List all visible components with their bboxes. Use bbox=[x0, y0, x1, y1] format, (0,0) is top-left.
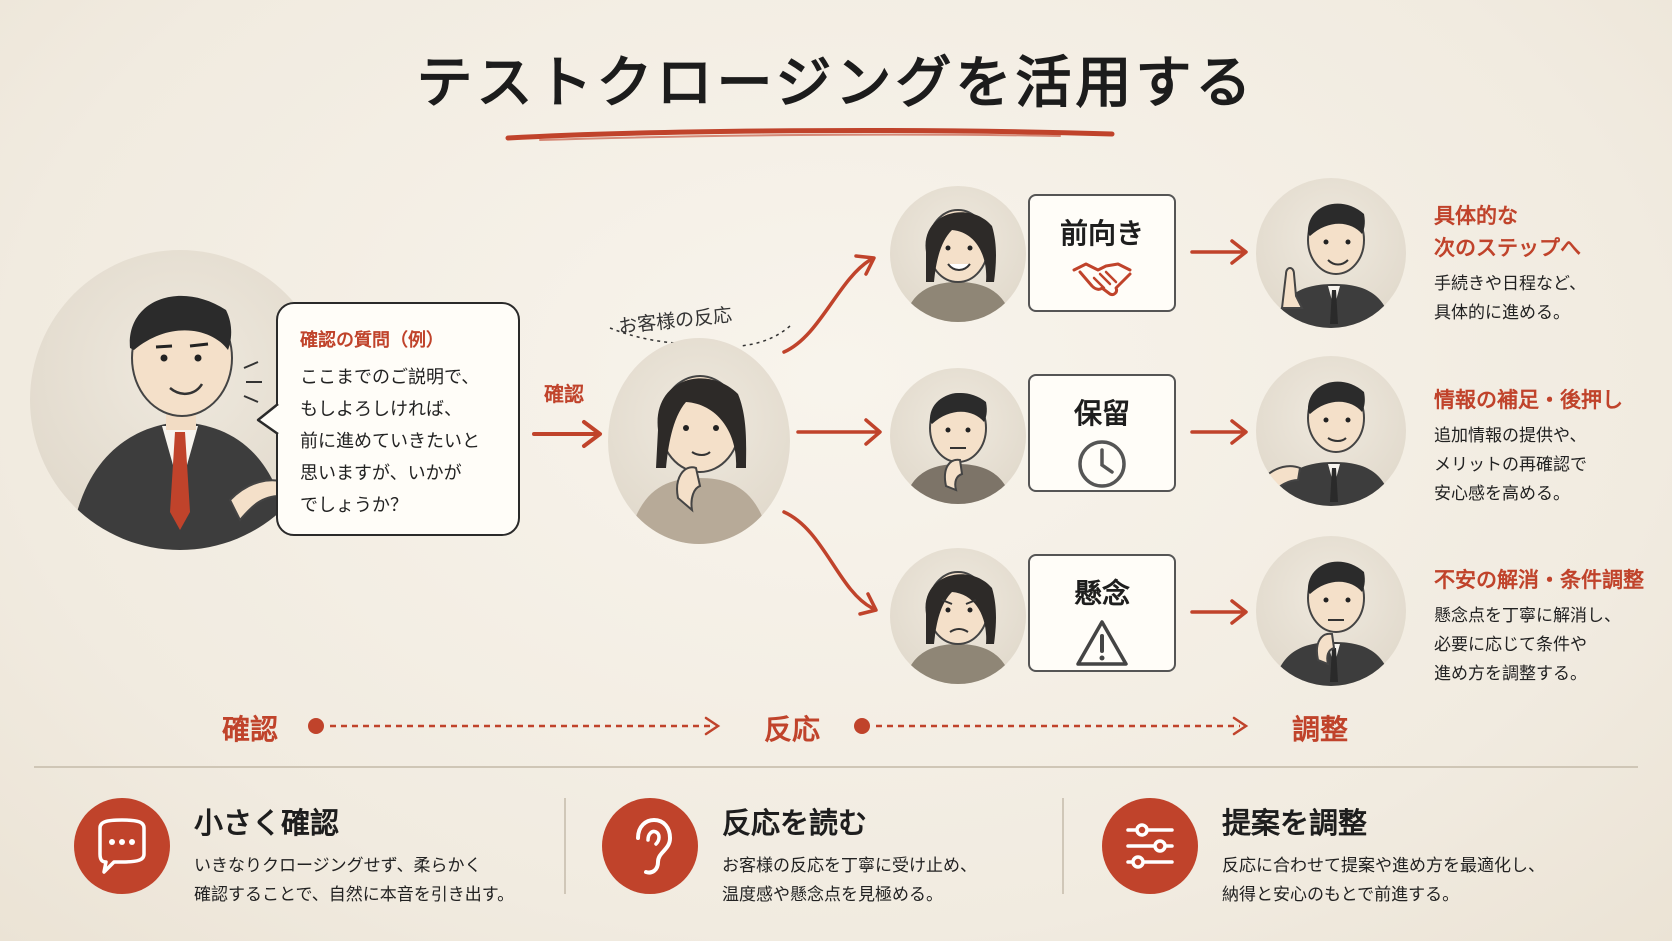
feature-title: 提案を調整 bbox=[1222, 806, 1368, 840]
feature-text-line: お客様の反応を丁寧に受け止め、 bbox=[722, 856, 977, 876]
bubble-line: 思いますが、いかが bbox=[300, 463, 462, 484]
feature-text-line: いきなりクロージングせず、柔らかく bbox=[194, 856, 482, 876]
feature-adjust-proposal: 提案を調整 反応に合わせて提案や進め方を最適化し、 納得と安心のもとで前進する。 bbox=[1222, 800, 1545, 910]
feature-text: お客様の反応を丁寧に受け止め、 温度感や懸念点を見極める。 bbox=[722, 852, 977, 910]
hesitant-customer-avatar bbox=[890, 368, 1026, 504]
outcome-text: 追加情報の提供や、 メリットの再確認で 安心感を高める。 bbox=[1434, 422, 1623, 509]
outcome-text: 懸念点を丁寧に解消し、 必要に応じて条件や 進め方を調整する。 bbox=[1434, 602, 1644, 689]
handshake-icon bbox=[1072, 262, 1132, 296]
stage-timeline bbox=[308, 716, 1249, 736]
stage-adjust: 調整 bbox=[1292, 713, 1349, 746]
feature-icon-circle bbox=[1102, 798, 1198, 894]
feature-read-reaction: 反応を読む お客様の反応を丁寧に受け止め、 温度感や懸念点を見極める。 bbox=[722, 800, 977, 910]
feature-text-line: 納得と安心のもとで前進する。 bbox=[1222, 885, 1460, 905]
outcome-text-line: 追加情報の提供や、 bbox=[1434, 426, 1587, 446]
salesperson-pointing-illustration bbox=[1274, 203, 1392, 328]
salesperson-considering-illustration bbox=[1274, 561, 1392, 686]
clock-icon bbox=[1078, 440, 1126, 488]
outcome-concern: 不安の解消・条件調整 懸念点を丁寧に解消し、 必要に応じて条件や 進め方を調整す… bbox=[1434, 564, 1644, 689]
concerned-customer-avatar bbox=[890, 548, 1026, 684]
outcome-arrow-concern bbox=[1190, 599, 1248, 625]
outcome-text-line: 進め方を調整する。 bbox=[1434, 664, 1587, 684]
page-title: テストクロージングを活用する bbox=[416, 50, 1256, 116]
customer-label-arc bbox=[609, 325, 791, 347]
outcome-hold: 情報の補足・後押し 追加情報の提供や、 メリットの再確認で 安心感を高める。 bbox=[1434, 384, 1623, 509]
feature-text-line: 温度感や懸念点を見極める。 bbox=[722, 885, 943, 905]
salesperson-adjust-avatar bbox=[1256, 536, 1406, 686]
bubble-line: もしよろしければ、 bbox=[300, 399, 462, 420]
sliders-icon bbox=[1126, 823, 1174, 869]
salesperson-illustration bbox=[70, 295, 292, 550]
bubble-title: 確認の質問（例） bbox=[300, 330, 444, 351]
ear-icon bbox=[636, 817, 673, 875]
speech-bubble: 確認の質問（例） ここまでのご説明で、 もしよろしければ、 前に進めていきたいと… bbox=[276, 302, 520, 536]
thinking-man-illustration bbox=[904, 392, 1012, 504]
confirm-arrow-label: 確認 bbox=[544, 382, 584, 406]
chat-bubble-icon bbox=[98, 818, 146, 874]
outcome-arrow-hold bbox=[1190, 419, 1248, 445]
outcome-title: 不安の解消・条件調整 bbox=[1434, 568, 1644, 592]
feature-text: いきなりクロージングせず、柔らかく 確認することで、自然に本音を引き出す。 bbox=[194, 852, 514, 910]
section-divider bbox=[34, 766, 1638, 768]
warning-icon bbox=[1076, 620, 1128, 666]
outcome-arrow-positive bbox=[1190, 239, 1248, 265]
branch-arrows bbox=[782, 254, 882, 616]
reaction-card-hold: 保留 bbox=[1028, 374, 1176, 492]
outcome-title: 具体的な bbox=[1434, 204, 1518, 228]
feature-text: 反応に合わせて提案や進め方を最適化し、 納得と安心のもとで前進する。 bbox=[1222, 852, 1545, 910]
outcome-text-line: 手続きや日程など、 bbox=[1434, 274, 1587, 294]
bubble-line: でしょうか？ bbox=[300, 495, 408, 516]
bubble-line: ここまでのご説明で、 bbox=[300, 367, 480, 388]
feature-separator bbox=[1062, 798, 1064, 894]
outcome-text: 手続きや日程など、 具体的に進める。 bbox=[1434, 270, 1586, 328]
stage-confirm: 確認 bbox=[222, 713, 279, 746]
bubble-line: 前に進めていきたいと bbox=[300, 431, 480, 452]
feature-text-line: 反応に合わせて提案や進め方を最適化し、 bbox=[1222, 856, 1545, 876]
outcome-title: 情報の補足・後押し bbox=[1434, 388, 1623, 412]
confirm-arrow bbox=[532, 420, 602, 448]
title-underline-brush bbox=[505, 128, 1115, 141]
worried-customer-illustration bbox=[904, 571, 1012, 684]
reaction-label: 懸念 bbox=[1073, 577, 1130, 610]
reaction-card-concern: 懸念 bbox=[1028, 554, 1176, 672]
feature-separator bbox=[564, 798, 566, 894]
salesperson-support-avatar bbox=[1256, 356, 1406, 506]
feature-icon-circle bbox=[74, 798, 170, 894]
outcome-title: 次のステップへ bbox=[1434, 236, 1581, 260]
feature-small-confirm: 小さく確認 いきなりクロージングせず、柔らかく 確認することで、自然に本音を引き… bbox=[194, 800, 514, 910]
feature-text-line: 確認することで、自然に本音を引き出す。 bbox=[194, 885, 515, 905]
reaction-label: 保留 bbox=[1073, 397, 1130, 430]
smiling-customer-illustration bbox=[904, 209, 1012, 322]
outcome-text-line: 懸念点を丁寧に解消し、 bbox=[1434, 606, 1621, 626]
reaction-card-positive: 前向き bbox=[1028, 194, 1176, 312]
feature-icon-circle bbox=[602, 798, 698, 894]
positive-customer-avatar bbox=[890, 186, 1026, 322]
customer-avatar bbox=[608, 338, 790, 544]
outcome-text-line: 具体的に進める。 bbox=[1434, 303, 1570, 323]
outcome-text-line: 安心感を高める。 bbox=[1434, 484, 1570, 504]
salesperson-gesturing-illustration bbox=[1262, 381, 1392, 506]
bubble-tail bbox=[256, 403, 282, 436]
reaction-label: 前向き bbox=[1059, 217, 1144, 250]
outcome-text-line: 必要に応じて条件や bbox=[1434, 635, 1587, 655]
stage-reaction: 反応 bbox=[764, 713, 821, 746]
salesperson-next-step-avatar bbox=[1256, 178, 1406, 328]
feature-title: 反応を読む bbox=[722, 806, 868, 840]
outcome-text-line: メリットの再確認で bbox=[1434, 455, 1587, 475]
customer-thinking-illustration bbox=[628, 375, 770, 544]
feature-title: 小さく確認 bbox=[194, 806, 340, 840]
outcome-positive: 具体的な 次のステップへ 手続きや日程など、 具体的に進める。 bbox=[1434, 200, 1586, 328]
